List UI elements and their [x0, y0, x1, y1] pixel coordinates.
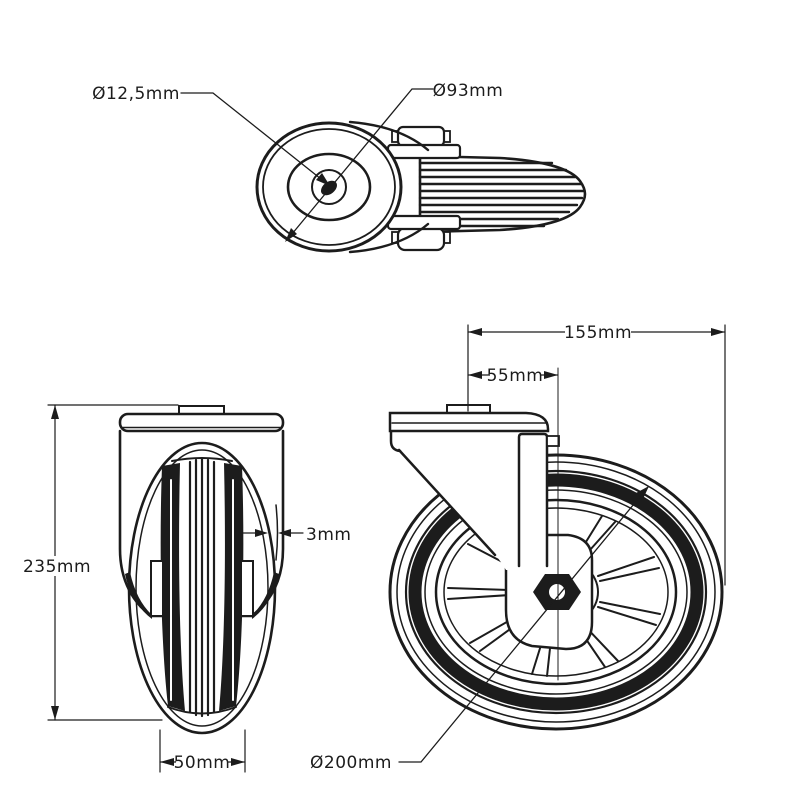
overall-length-label: 155mm	[564, 323, 632, 343]
plate-diameter-label: Ø93mm	[433, 81, 504, 101]
fork-leg-step	[546, 435, 560, 447]
top-plate	[118, 412, 285, 433]
leader-line	[180, 92, 327, 184]
rim-outer-ring	[424, 489, 688, 695]
dimension-wheel-width: 50mm	[159, 729, 246, 773]
tread-band-right	[219, 463, 244, 711]
arrowhead	[285, 228, 297, 242]
fork-shadow-left	[125, 572, 152, 619]
fork-foot-left	[150, 560, 164, 617]
top-plate	[388, 411, 550, 433]
arrowhead-right	[711, 328, 725, 336]
arrowhead	[636, 486, 649, 499]
label-backing	[490, 365, 540, 386]
rim-inner-ring	[443, 507, 669, 677]
dimension-bolt-hole: Ø12,5mm	[92, 84, 330, 186]
dimension-overall-height: 235mm	[23, 404, 179, 721]
fork-shadow-right	[252, 572, 279, 619]
overall-height-label: 235mm	[23, 557, 91, 577]
side-view: 155mm 55mm Ø200mm	[310, 322, 726, 773]
arrowhead-up	[51, 405, 59, 419]
arrowhead-right	[255, 529, 268, 537]
wheel-clearance-label: 3mm	[306, 525, 351, 545]
tread-dark-band	[408, 473, 704, 711]
fork-leg-right	[238, 429, 285, 618]
dimension-plate-diameter: Ø93mm	[285, 81, 503, 242]
fork-body-fill	[394, 431, 519, 570]
top-view-plate	[255, 120, 430, 254]
fork-front-edge	[397, 448, 497, 557]
front-view: 235mm 3mm 50mm	[23, 404, 351, 773]
leader-line	[398, 486, 649, 763]
front-view-wheel	[127, 441, 279, 735]
bolt-hole-diameter-label: Ø12,5mm	[92, 84, 180, 104]
axle-hole	[549, 584, 565, 600]
wheel-arc-behind-top	[348, 120, 430, 152]
plate-middle-ring	[286, 152, 372, 222]
dimension-swivel-offset: 55mm	[467, 365, 559, 681]
arrowhead-left	[468, 371, 482, 379]
arrowhead-left	[468, 328, 482, 336]
label-backing	[26, 556, 88, 576]
front-view-fork	[118, 405, 285, 619]
leader-line	[286, 88, 434, 241]
front-wheel-inner	[135, 449, 269, 727]
top-view-wheel	[418, 154, 587, 234]
swivel-offset-label: 55mm	[487, 366, 544, 386]
arrowhead-left	[160, 758, 174, 766]
fork-inner-face-line	[275, 504, 279, 561]
fork-leg-left	[118, 429, 165, 618]
tread-edge-ring	[404, 469, 708, 715]
dimension-wheel-clearance: 3mm	[242, 525, 351, 545]
top-view: Ø12,5mm Ø93mm	[92, 81, 587, 254]
tread-bottom-edge	[167, 706, 237, 715]
arrowhead	[316, 173, 330, 186]
arrowhead-right	[231, 758, 245, 766]
arrowhead-right	[544, 371, 558, 379]
plate-hub-ring	[311, 169, 347, 205]
tire-outer-ring	[388, 453, 724, 731]
plate-inner-ring	[262, 128, 396, 246]
wheel-width-label: 50mm	[174, 753, 231, 773]
wheel-arc-behind-bottom	[348, 222, 430, 254]
tread-stripes	[188, 457, 216, 718]
rim-ring	[434, 498, 678, 686]
label-backing	[565, 322, 631, 343]
arrowhead-down	[51, 706, 59, 720]
wheel-diameter-label: Ø200mm	[310, 753, 392, 773]
tire-inner-ring	[396, 461, 716, 723]
fork-leg-fill	[519, 434, 547, 566]
label-backing	[176, 751, 228, 772]
tread-band-left	[160, 463, 185, 711]
side-view-fork	[388, 404, 594, 651]
top-wheel-tread-lines	[418, 161, 585, 228]
fork-left-bracket	[389, 429, 402, 453]
dimension-wheel-diameter: Ø200mm	[310, 486, 649, 773]
dimension-overall-length: 155mm	[467, 322, 726, 586]
arrowhead-left	[278, 529, 291, 537]
fork-foot-right	[240, 560, 254, 617]
